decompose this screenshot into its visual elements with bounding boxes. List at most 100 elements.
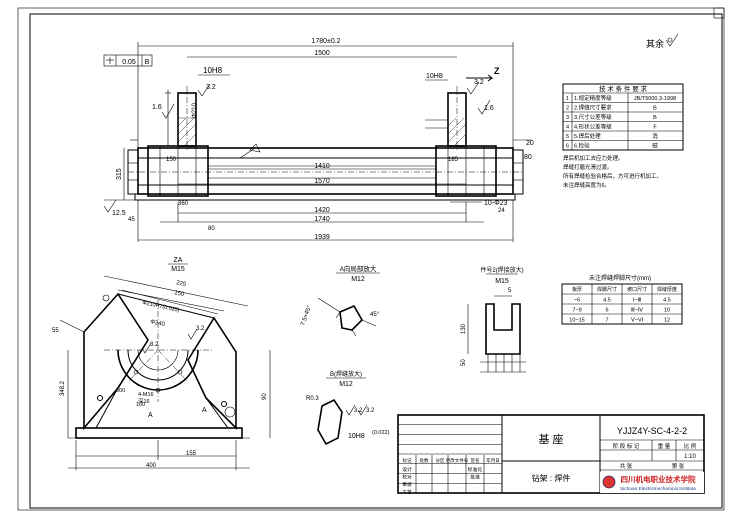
- roughness-general: 其余: [646, 38, 664, 49]
- a-view-detail: A向局部放大 M12 7.5×45° 45°: [300, 264, 380, 337]
- tech-row-item: 2.焊缝尺寸要求: [574, 104, 612, 112]
- a-view-title: A向局部放大: [340, 264, 377, 273]
- fit-left-hole: 10H8: [203, 66, 223, 75]
- za-dim-55: 55: [52, 328, 59, 334]
- za-dim-4x: 4-M16: [138, 392, 154, 398]
- tol-datum: B: [145, 59, 150, 66]
- weld-header: 焊脚尺寸: [597, 286, 617, 293]
- za-dim-300: 300: [116, 388, 125, 394]
- roughness-symbol: [665, 33, 679, 47]
- tech-row-no: 6: [566, 144, 569, 150]
- a-view-scale: M12: [351, 276, 365, 283]
- za-mark-a2: A: [202, 407, 207, 414]
- a-view-shape: [339, 304, 363, 331]
- ra-top-left: 3.2: [206, 84, 216, 91]
- za-dim-160: 160: [136, 402, 145, 408]
- ra-bottom-left: 12.5: [112, 210, 126, 217]
- scale-label: 比 例: [684, 442, 697, 450]
- weld-cell: 10~15: [569, 318, 584, 324]
- za-dim-225: 225: [176, 280, 188, 288]
- b-view-detail: B(焊缝放大) M12 R0.3 3.2 3.2 10H8 (0.022): [306, 370, 390, 446]
- dim-left-360: 360: [178, 201, 189, 207]
- weld-cell: Ⅲ~Ⅳ: [631, 308, 644, 314]
- part-name: 基 座: [538, 432, 563, 446]
- tech-note: 所有焊缝检验合格后，方可进行机加工。: [563, 172, 662, 180]
- za-base-plate: [75, 427, 243, 439]
- weld-cell: 7: [605, 318, 608, 324]
- dim-mid-1570: 1570: [314, 178, 330, 185]
- tolerance-frame: [103, 54, 153, 67]
- school-logo-bg: [600, 472, 704, 493]
- drawing-number: YJJZ4Y-SC-4-2-2: [617, 426, 687, 436]
- za-label: ZA: [174, 257, 183, 264]
- c-view-130: 130: [461, 323, 467, 334]
- fit-right-hole: 10H8: [426, 73, 443, 80]
- weld-cell: 4.5: [603, 298, 611, 304]
- tech-row-value: JB/T5000.3-1998: [634, 96, 676, 102]
- bolt-circle-label: Φ210: [192, 103, 198, 118]
- tech-row-value: F: [653, 125, 657, 131]
- tech-row-value: 磁: [652, 142, 658, 150]
- weld-cell: Ⅰ~Ⅲ: [633, 298, 642, 304]
- tech-row-item: 5.焊后处理: [574, 132, 601, 140]
- weld-cell: ~6: [574, 298, 580, 304]
- corner-mark: [713, 7, 725, 19]
- za-scale: M15: [171, 266, 185, 273]
- sheet-number: 第 张: [672, 462, 685, 470]
- za-ra-a: 3.2: [150, 342, 159, 348]
- weld-table-title: 未注焊缝焊脚尺寸(mm): [589, 274, 651, 282]
- tb-role: 校对: [402, 474, 412, 481]
- dim-center-185: 185: [448, 157, 459, 163]
- weld-cell: 4.5: [663, 298, 671, 304]
- tb-header-label: 签名: [471, 457, 480, 464]
- inner-frame: [29, 13, 723, 509]
- dim-width-1939: 1939: [314, 234, 330, 241]
- stage-label: 阶 段 标 记: [613, 442, 640, 450]
- title-block: 标记处数分区更改文件号签名年月日设计校对审核工艺标准化批准 基 座 钻架 : 焊…: [397, 414, 705, 496]
- front-view: 1780±0.2 1500 0.05 B 10H8 3.2 Φ210 1.6 1…: [103, 38, 534, 242]
- tech-row-item: 4.形状公差等级: [574, 123, 612, 131]
- school-name-en: Sichuan Electromechanical Institute: [620, 486, 696, 492]
- tech-note: 未注焊缝高度为6。: [563, 181, 610, 189]
- a-view-45: 45°: [370, 312, 380, 318]
- dim-right-80: 80: [524, 154, 532, 161]
- tech-row-value: 消: [652, 132, 658, 140]
- tech-row-value: B: [653, 106, 657, 112]
- school-name: 四川机电职业技术学院: [621, 474, 696, 484]
- weld-cell: 6: [605, 308, 608, 314]
- za-dim-150: 150: [174, 290, 186, 298]
- weld-cell: Ⅴ~Ⅵ: [631, 318, 643, 324]
- tb-role: 标准化: [468, 466, 483, 473]
- tb-header-label: 标记: [403, 457, 412, 464]
- c-view-50: 50: [461, 359, 467, 366]
- weld-header: 板厚: [572, 286, 582, 293]
- school-logo-icon: [602, 475, 616, 489]
- tb-role: 批准: [470, 474, 480, 481]
- za-dim-bolt: Φ210H7(0.025): [142, 300, 181, 314]
- dim-mid-1410: 1410: [314, 163, 330, 170]
- weld-cell: 10: [664, 308, 670, 314]
- a-view-75: 7.5×45°: [300, 304, 313, 326]
- sheet-count: 共 张: [620, 462, 633, 470]
- beam-body: [137, 147, 514, 195]
- tech-note: 焊缝打磨光滑过渡。: [563, 163, 613, 171]
- dim-right-holes: 10-Φ23: [484, 200, 508, 207]
- tb-header-label: 更改文件号: [446, 457, 469, 464]
- b-view-32b: 3.2: [366, 408, 375, 414]
- b-view-scale: M12: [339, 381, 353, 388]
- weld-header: 坡口尺寸: [627, 286, 647, 293]
- za-v-frame: [83, 292, 149, 431]
- tech-row-item: 3.尺寸公差等级: [574, 113, 612, 121]
- tb-header-label: 分区: [436, 457, 445, 464]
- weld-cell: 12: [664, 318, 670, 324]
- b-view-title: B(焊缝放大): [330, 370, 362, 378]
- bottom-plate: [134, 193, 516, 201]
- tb-header-label: 处数: [420, 457, 429, 464]
- za-dim-348: 348.2: [60, 380, 66, 396]
- outer-frame: [17, 7, 725, 511]
- section-mark-z: Z: [494, 66, 500, 76]
- za-mark-a: A: [148, 412, 153, 419]
